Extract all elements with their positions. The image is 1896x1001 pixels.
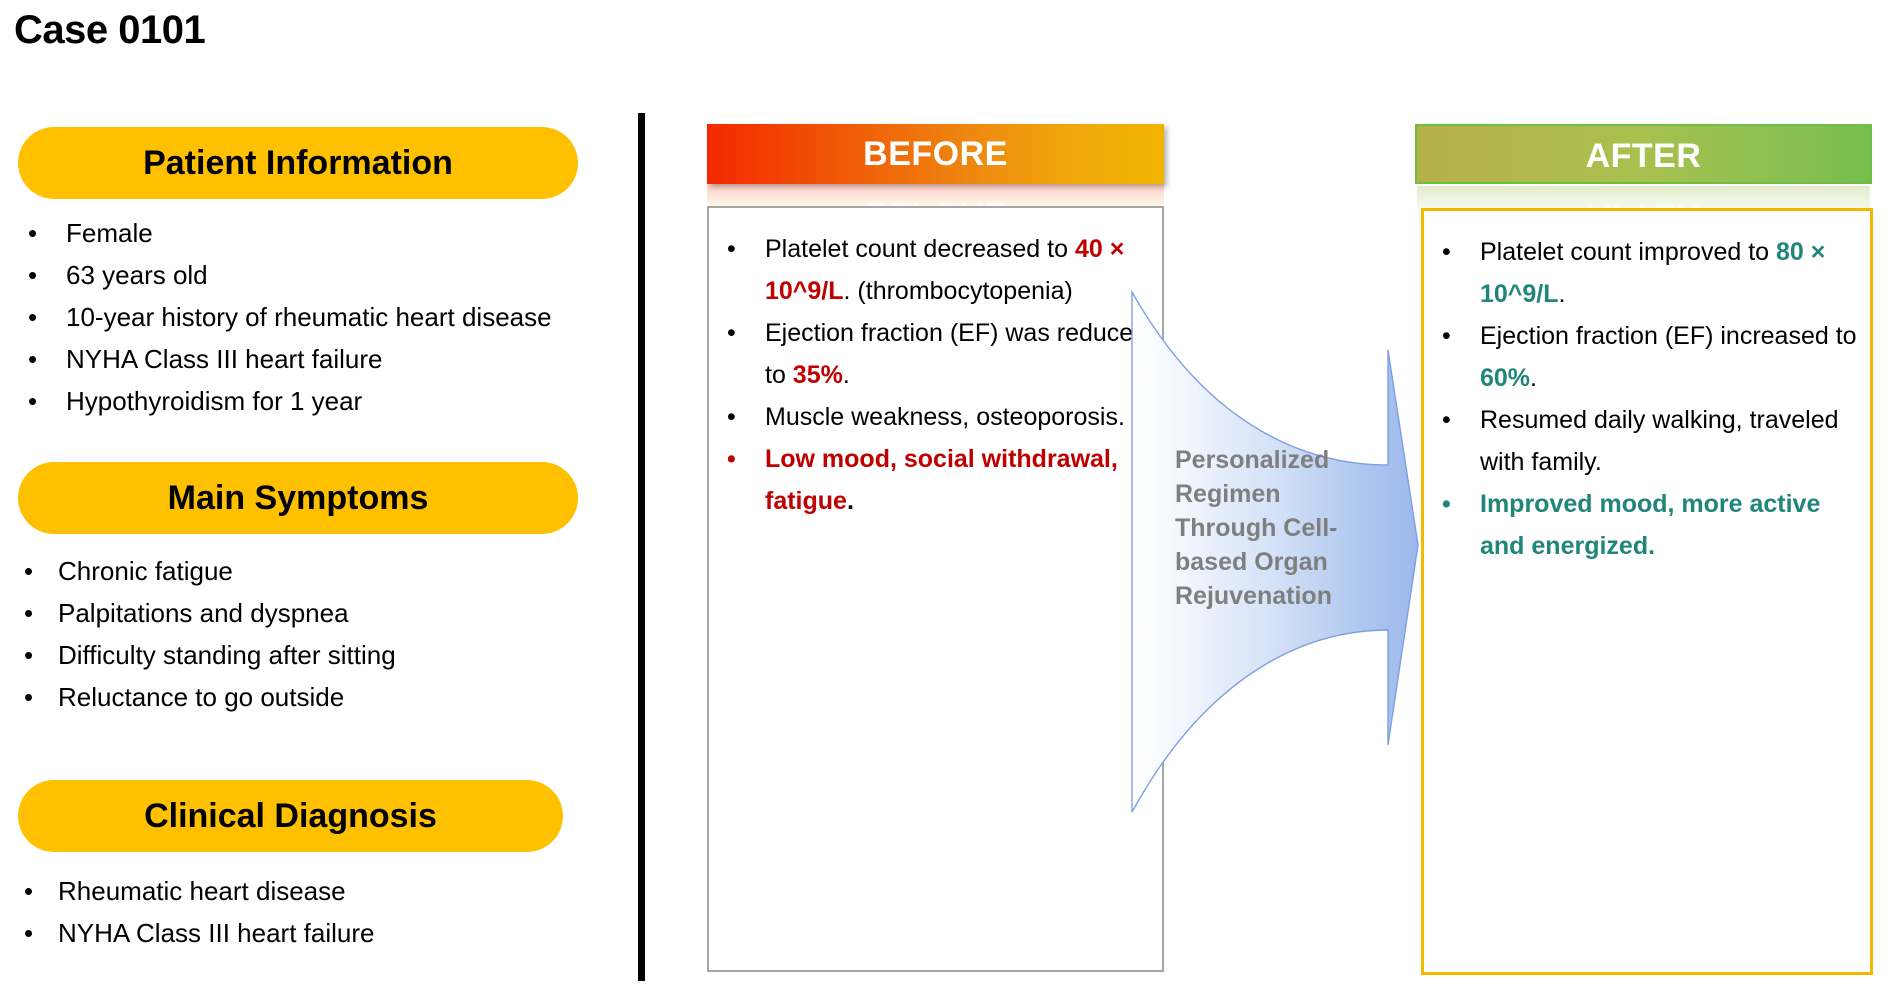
text-segment: Platelet count improved to	[1480, 238, 1776, 266]
bullet-icon: •	[1442, 238, 1451, 266]
text-segment: 40 × 10^9/L	[765, 235, 1125, 305]
list-item: • Resumed daily walking, traveled with fa…	[1424, 399, 1870, 483]
bullet-icon: •	[24, 556, 34, 586]
text-segment: 60%	[1480, 364, 1531, 392]
bullet-icon: •	[1442, 406, 1451, 434]
text-segment: .	[1530, 364, 1537, 392]
main-symptoms-list: • Chronic fatigue • Palpitations and dyspne…	[0, 550, 396, 718]
after-panel-body: • Platelet count improved to 80 × 10^9/L.…	[1421, 208, 1873, 975]
list-item: • 10-year history of rheumatic heart dise…	[0, 296, 552, 338]
text-segment: .	[846, 487, 854, 515]
patient-information-list: • Female • 63 years old • 10-year history of …	[0, 212, 552, 422]
text-segment: .	[1558, 280, 1566, 308]
list-item-label: Platelet count improved to 80 × 10^9/L.	[1480, 238, 1825, 308]
list-item: • NYHA Class III heart failure	[0, 912, 374, 954]
list-item: • 63 years old	[0, 254, 552, 296]
clinical-diagnosis-list: • Rheumatic heart disease • NYHA Class III …	[0, 870, 374, 954]
bullet-icon: •	[727, 235, 736, 263]
list-item-label: 63 years old	[66, 260, 208, 290]
list-item-label: Reluctance to go outside	[58, 682, 345, 712]
list-item-label: Low mood, social withdrawal, fatigue.	[765, 445, 1118, 515]
bullet-icon: •	[727, 319, 736, 347]
bullet-icon: •	[28, 344, 38, 374]
list-item: • Reluctance to go outside	[0, 676, 396, 718]
list-item-label: Platelet count decreased to 40 × 10^9/L.…	[765, 235, 1124, 305]
bullet-icon: •	[28, 386, 38, 416]
page-title: Case 0101	[14, 8, 206, 52]
list-item-label: NYHA Class III heart failure	[66, 344, 383, 374]
bullet-icon: •	[1442, 322, 1451, 350]
before-panel-header: BEFORE	[707, 124, 1164, 184]
section-heading-patient-information: Patient Information	[18, 127, 578, 199]
bullet-icon: •	[24, 876, 34, 906]
transition-arrow-label: Personalized Regimen Through Cell-based …	[1175, 446, 1338, 610]
list-item: • NYHA Class III heart failure	[0, 338, 552, 380]
text-segment: Ejection fraction (EF) increased to	[1480, 322, 1857, 350]
list-item-label: Female	[66, 218, 153, 248]
list-item-label: Difficulty standing after sitting	[58, 640, 396, 670]
list-item: • Difficulty standing after sitting	[0, 634, 396, 676]
text-segment: . (thrombocytopenia)	[843, 277, 1073, 305]
list-item-label: Improved mood, more active and energized…	[1480, 490, 1820, 560]
list-item-label: 10-year history of rheumatic heart disea…	[66, 302, 552, 332]
list-item: • Ejection fraction (EF) was reduced to 3…	[709, 312, 1162, 396]
text-segment: Platelet count decreased to	[765, 235, 1075, 263]
bullet-icon: •	[28, 302, 38, 332]
list-item-label: Muscle weakness, osteoporosis.	[765, 403, 1125, 431]
list-item: • Palpitations and dyspnea	[0, 592, 396, 634]
bullet-icon: •	[1442, 490, 1451, 518]
list-item-label: NYHA Class III heart failure	[58, 918, 375, 948]
text-segment: Low mood, social withdrawal, fatigue	[765, 445, 1118, 515]
text-segment: Ejection fraction (EF) was reduced to	[765, 319, 1148, 389]
bullet-icon: •	[28, 260, 38, 290]
vertical-divider	[638, 113, 645, 981]
list-item: • Muscle weakness, osteoporosis.	[709, 396, 1162, 438]
text-segment: 80 × 10^9/L	[1480, 238, 1826, 308]
text-segment: 35%	[792, 361, 843, 389]
list-item-label: Ejection fraction (EF) increased to 60%.	[1480, 322, 1857, 392]
bullet-icon: •	[24, 682, 34, 712]
list-item: • Platelet count improved to 80 × 10^9/L.	[1424, 231, 1870, 315]
section-heading-clinical-diagnosis: Clinical Diagnosis	[18, 780, 563, 852]
text-segment: Improved mood, more active and energized…	[1480, 490, 1821, 560]
bullet-icon: •	[24, 598, 34, 628]
bullet-icon: •	[727, 403, 736, 431]
left-column: Patient Information • Female • 63 years old…	[0, 110, 600, 990]
list-item: • Rheumatic heart disease	[0, 870, 374, 912]
bullet-icon: •	[727, 445, 736, 473]
text-segment: .	[842, 361, 850, 389]
bullet-icon: •	[28, 218, 38, 248]
list-item-label: Hypothyroidism for 1 year	[66, 386, 363, 416]
bullet-icon: •	[24, 640, 34, 670]
list-item: • Hypothyroidism for 1 year	[0, 380, 552, 422]
list-item-label: Rheumatic heart disease	[58, 876, 346, 906]
list-item: • Improved mood, more active and energize…	[1424, 483, 1870, 567]
after-panel-header: AFTER	[1415, 124, 1872, 184]
list-item-label: Palpitations and dyspnea	[58, 598, 349, 628]
before-panel-body: • Platelet count decreased to 40 × 10^9/L…	[707, 206, 1164, 972]
list-item-label: Resumed daily walking, traveled with fam…	[1480, 406, 1839, 476]
before-bullet-list: • Platelet count decreased to 40 × 10^9/L…	[709, 228, 1162, 522]
list-item-label: Ejection fraction (EF) was reduced to 35…	[765, 319, 1147, 389]
list-item: • Female	[0, 212, 552, 254]
list-item: • Chronic fatigue	[0, 550, 396, 592]
text-segment: Resumed daily walking, traveled with fam…	[1480, 406, 1839, 476]
list-item-label: Chronic fatigue	[58, 556, 233, 586]
bullet-icon: •	[24, 918, 34, 948]
after-bullet-list: • Platelet count improved to 80 × 10^9/L.…	[1424, 231, 1870, 567]
section-heading-main-symptoms: Main Symptoms	[18, 462, 578, 534]
list-item: • Low mood, social withdrawal, fatigue.	[709, 438, 1162, 522]
text-segment: Muscle weakness, osteoporosis.	[765, 403, 1125, 431]
list-item: • Ejection fraction (EF) increased to 60%…	[1424, 315, 1870, 399]
list-item: • Platelet count decreased to 40 × 10^9/L…	[709, 228, 1162, 312]
